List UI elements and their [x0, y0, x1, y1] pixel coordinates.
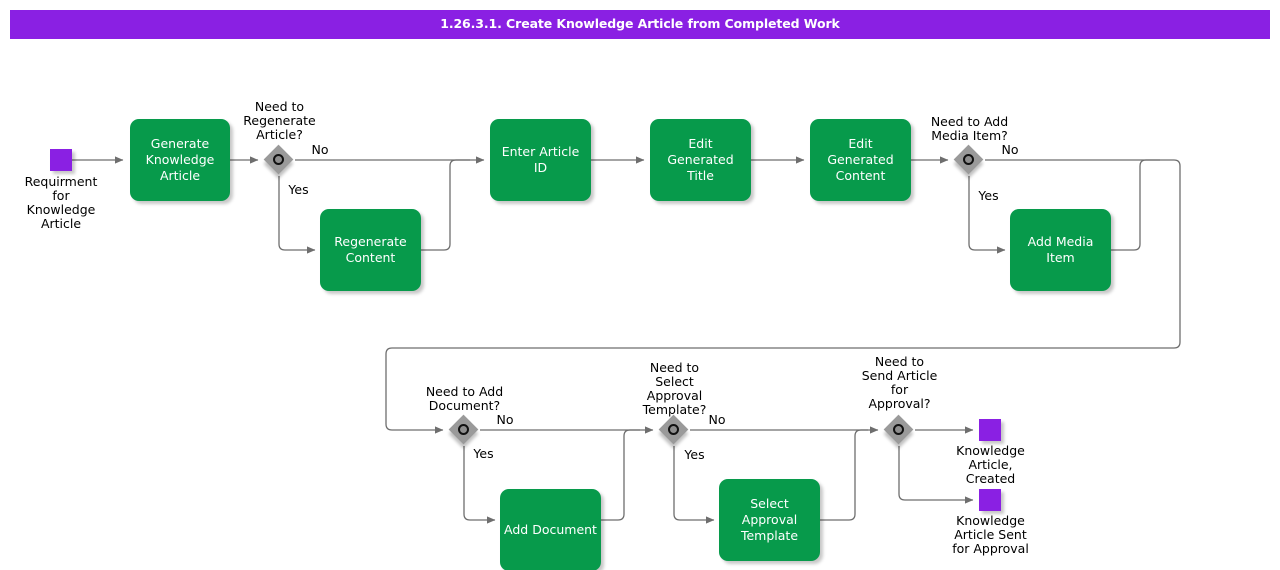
task-edit-generated-title[interactable]: Edit Generated Title — [650, 119, 751, 201]
gateway-need-add-document-yes-label: Yes — [473, 446, 494, 461]
gateway-need-select-approval-template-no-label: No — [708, 412, 726, 427]
task-edit-generated-title-label: Edit Generated Title — [667, 136, 734, 183]
gateway-need-add-media-item-yes-label: Yes — [978, 188, 999, 203]
gateway-need-select-approval-template[interactable] — [658, 414, 689, 445]
wire-gw-regen-yes — [278, 176, 316, 254]
gateway-inclusive-ring-icon — [668, 424, 679, 435]
task-add-document[interactable]: Add Document — [500, 489, 601, 570]
end-event-knowledge-article-created-label: Knowledge Article, Created — [956, 443, 1025, 486]
gateway-need-select-approval-template-label: Need to Select Approval Template? — [642, 360, 707, 417]
wire-gw-send-to-end-approval — [898, 446, 974, 504]
wire-regen-rejoin — [421, 159, 470, 251]
task-add-media-item-label: Add Media Item — [1027, 234, 1094, 265]
gateway-need-add-media-item-label: Need to Add Media Item? — [930, 114, 1009, 143]
page-title: 1.26.3.1. Create Knowledge Article from … — [440, 16, 840, 31]
end-event-knowledge-article-sent-for-approval-label: Knowledge Article Sent for Approval — [952, 513, 1029, 556]
gateway-need-regenerate-article-yes-label: Yes — [288, 182, 309, 197]
task-select-approval-template-label: Select Approval Template — [740, 496, 799, 543]
gateway-inclusive-ring-icon — [963, 154, 974, 165]
start-event-requirement-label: Requirment for Knowledge Article — [24, 174, 98, 231]
gateway-need-send-article-for-approval[interactable] — [883, 414, 914, 445]
gateway-need-select-approval-template-yes-label: Yes — [684, 447, 705, 462]
wire-gw-media-yes — [968, 176, 1006, 254]
wire-adddocument-rejoin — [601, 429, 640, 521]
gateway-need-send-article-for-approval-label: Need to Send Article for Approval? — [861, 354, 938, 411]
gateway-inclusive-ring-icon — [458, 424, 469, 435]
gateway-inclusive-ring-icon — [273, 154, 284, 165]
start-event-requirement[interactable] — [50, 149, 72, 171]
wire-selecttemplate-rejoin — [820, 429, 868, 521]
task-add-media-item[interactable]: Add Media Item — [1010, 209, 1111, 291]
gateway-need-add-media-item-no-label: No — [1001, 142, 1019, 157]
end-event-knowledge-article-created[interactable] — [979, 419, 1001, 441]
task-enter-article-id[interactable]: Enter Article ID — [490, 119, 591, 201]
task-edit-generated-content[interactable]: Edit Generated Content — [810, 119, 911, 201]
gateway-need-add-document[interactable] — [448, 414, 479, 445]
task-add-document-label: Add Document — [504, 522, 597, 537]
gateway-inclusive-ring-icon — [893, 424, 904, 435]
wire-gw-document-yes — [463, 446, 496, 524]
task-regenerate-content[interactable]: Regenerate Content — [320, 209, 421, 291]
diagram-title-bar: 1.26.3.1. Create Knowledge Article from … — [10, 10, 1270, 39]
gateway-need-add-document-no-label: No — [496, 412, 514, 427]
wire-addmedia-rejoin — [1111, 159, 1160, 251]
gateway-need-regenerate-article-no-label: No — [311, 142, 329, 157]
task-regenerate-content-label: Regenerate Content — [334, 234, 407, 265]
gateway-need-regenerate-article[interactable] — [263, 144, 294, 175]
task-select-approval-template[interactable]: Select Approval Template — [719, 479, 820, 561]
gateway-need-add-document-label: Need to Add Document? — [425, 384, 504, 413]
gateway-need-regenerate-article-label: Need to Regenerate Article? — [243, 99, 316, 142]
task-generate-knowledge-article[interactable]: Generate Knowledge Article — [130, 119, 230, 201]
task-enter-article-id-label: Enter Article ID — [501, 144, 580, 175]
gateway-need-add-media-item[interactable] — [953, 144, 984, 175]
task-generate-knowledge-article-label: Generate Knowledge Article — [145, 136, 215, 183]
wire-gw-media-no-to-gw-document — [385, 159, 1181, 434]
task-edit-generated-content-label: Edit Generated Content — [827, 136, 894, 183]
end-event-knowledge-article-sent-for-approval[interactable] — [979, 489, 1001, 511]
wire-gw-template-yes — [673, 446, 715, 524]
